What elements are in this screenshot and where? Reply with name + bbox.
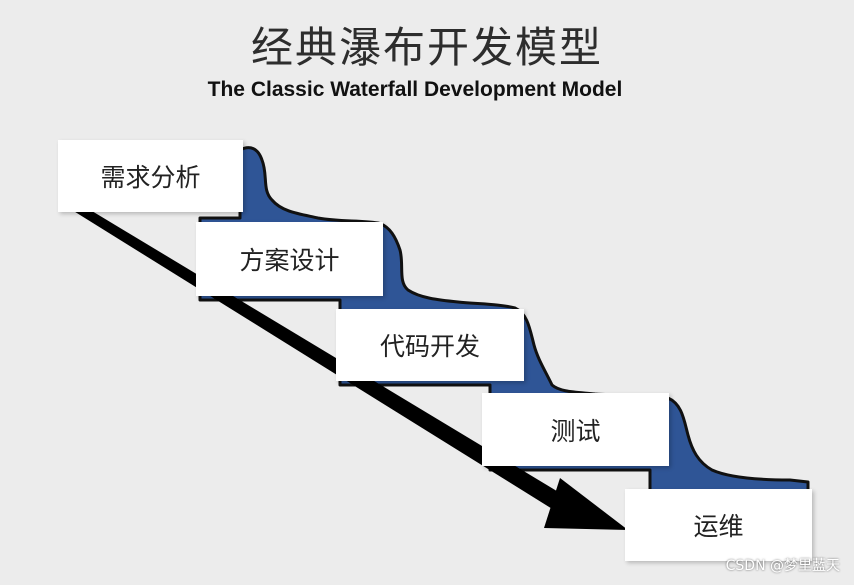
step-label: 运维 bbox=[693, 512, 744, 541]
watermark: CSDN @梦里藍天 bbox=[725, 558, 840, 574]
step-label: 代码开发 bbox=[379, 332, 480, 361]
step-label: 方案设计 bbox=[239, 246, 340, 275]
flow-arrow-head bbox=[544, 478, 628, 530]
page-subtitle: The Classic Waterfall Development Model bbox=[207, 78, 623, 101]
step-testing: 测试 bbox=[482, 393, 669, 466]
step-label: 需求分析 bbox=[100, 163, 201, 192]
page-title: 经典瀑布开发模型 bbox=[250, 23, 603, 72]
step-code-development: 代码开发 bbox=[336, 309, 524, 381]
step-operations: 运维 bbox=[625, 489, 812, 561]
step-label: 测试 bbox=[550, 416, 601, 446]
step-solution-design: 方案设计 bbox=[196, 222, 383, 296]
step-requirements-analysis: 需求分析 bbox=[58, 140, 243, 212]
